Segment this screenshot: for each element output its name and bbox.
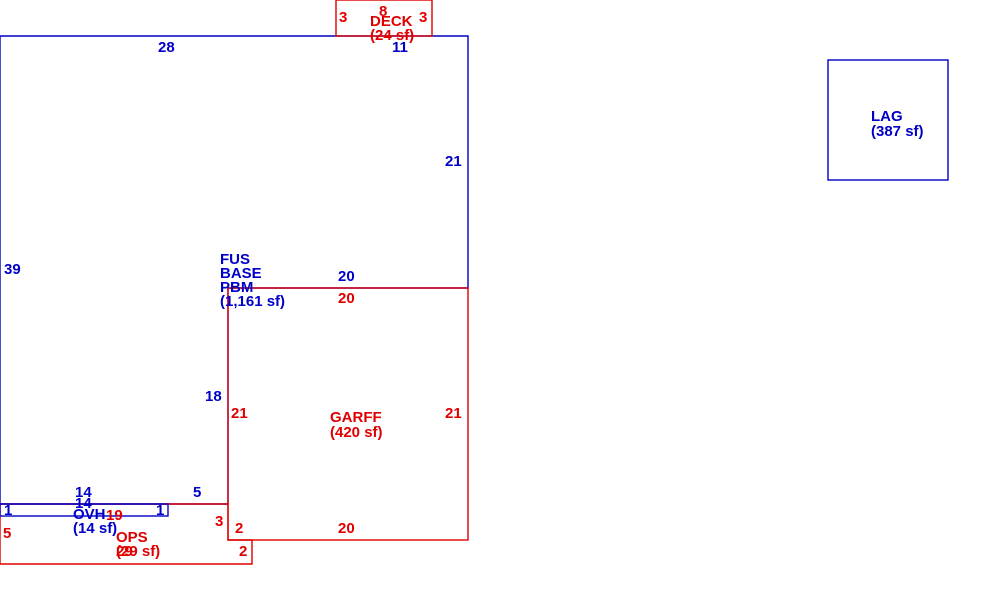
main-label-base: BASE	[220, 265, 262, 282]
porch-dim-top: 19	[106, 507, 123, 524]
deck-area-sf: (24 sf)	[370, 27, 414, 44]
deck-dim-bottom: 11	[392, 39, 408, 56]
overhang-dim-left: 1	[4, 502, 12, 519]
garage-dim-right: 21	[445, 405, 462, 422]
overhang-dim-right: 1	[156, 502, 164, 519]
garage-dim-left: 21	[231, 405, 248, 422]
main-area-sf: (1,161 sf)	[220, 293, 285, 310]
porch-dim-right-upper: 3	[215, 513, 223, 530]
overhang-dim-top-inner: 14	[75, 495, 92, 512]
porch-area-sf: (29 sf)	[116, 543, 160, 560]
deck-dim-top: 8	[379, 3, 387, 20]
main-dim-left: 39	[4, 261, 21, 278]
garage-area-sf: (420 sf)	[330, 424, 383, 441]
porch-dim-left: 5	[3, 525, 11, 542]
overhang-dim-top: 14	[75, 484, 92, 501]
overhang-label: OVH	[73, 506, 106, 523]
main-dim-top: 28	[158, 39, 175, 56]
porch-dim-right-lower: 2	[239, 543, 247, 560]
deck-label: DECK	[370, 13, 413, 30]
lag-area-sf: (387 sf)	[871, 123, 924, 140]
lag-outline	[827, 59, 949, 181]
deck-dim-left: 3	[339, 9, 347, 26]
garage-dim-top: 20	[338, 290, 355, 307]
lag-label: LAG	[871, 108, 903, 125]
deck-outline	[335, 0, 433, 37]
garage-dim-bottom: 20	[338, 520, 355, 537]
main-dim-mid-horizontal: 20	[338, 268, 355, 285]
main-dim-inner-vertical: 18	[205, 388, 222, 405]
garage-label: GARFF	[330, 409, 382, 426]
porch-dim-overlap: 29	[116, 543, 133, 560]
deck-dim-right: 3	[419, 9, 427, 26]
porch-outline	[0, 503, 253, 565]
main-label-fus: FUS	[220, 251, 250, 268]
garage-dim-small-left: 2	[235, 520, 243, 537]
main-label-pbm: PBM	[220, 279, 253, 296]
overhang-outline	[0, 503, 169, 517]
main-dim-bottom-right: 5	[193, 484, 201, 501]
main-dim-upper-right: 21	[445, 153, 462, 170]
overhang-area-sf: (14 sf)	[73, 520, 117, 537]
porch-label: OPS	[116, 529, 148, 546]
garage-outline	[227, 287, 469, 541]
